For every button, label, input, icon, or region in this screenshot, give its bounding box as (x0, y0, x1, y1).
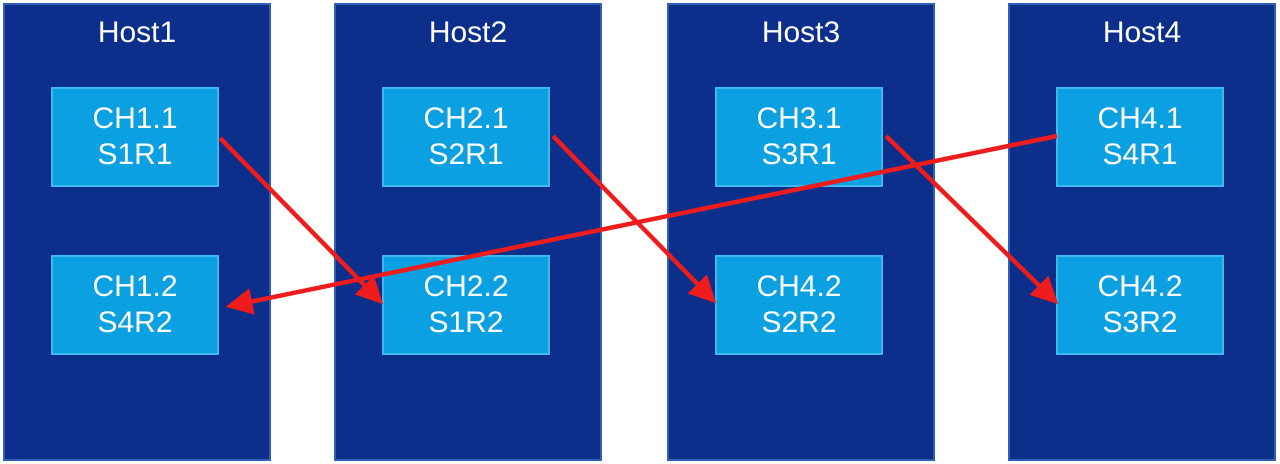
chunk-id: CH1.2 (92, 270, 178, 303)
chunk-replica: S3R2 (1102, 306, 1178, 339)
chunk-replica: S4R1 (1102, 138, 1178, 171)
chunk-ch1-2: CH1.2 S4R2 (51, 255, 219, 355)
chunk-replica: S3R1 (761, 138, 837, 171)
chunk-id: CH2.2 (423, 270, 509, 303)
chunk-replica: S2R2 (761, 306, 837, 339)
chunk-ch4-2-host3: CH4.2 S2R2 (715, 255, 883, 355)
chunk-ch4-1: CH4.1 S4R1 (1056, 87, 1224, 187)
chunk-id: CH1.1 (92, 102, 178, 135)
host-4-panel: Host4 CH4.1 S4R1 CH4.2 S3R2 (1008, 3, 1276, 461)
chunk-ch4-2-host4: CH4.2 S3R2 (1056, 255, 1224, 355)
host-2-title: Host2 (428, 16, 508, 49)
chunk-replica: S1R1 (97, 138, 173, 171)
chunk-replica: S1R2 (428, 306, 504, 339)
chunk-replica: S2R1 (428, 138, 504, 171)
chunk-id: CH4.2 (756, 270, 842, 303)
host-2-panel: Host2 CH2.1 S2R1 CH2.2 S1R2 (334, 3, 602, 461)
host-3-title: Host3 (761, 16, 841, 49)
host-3-panel: Host3 CH3.1 S3R1 CH4.2 S2R2 (667, 3, 935, 461)
chunk-id: CH4.2 (1097, 270, 1183, 303)
host-1-title: Host1 (97, 16, 177, 49)
chunk-id: CH2.1 (423, 102, 509, 135)
chunk-ch2-2: CH2.2 S1R2 (382, 255, 550, 355)
chunk-ch3-1: CH3.1 S3R1 (715, 87, 883, 187)
chunk-ch2-1: CH2.1 S2R1 (382, 87, 550, 187)
chunk-id: CH3.1 (756, 102, 842, 135)
chunk-id: CH4.1 (1097, 102, 1183, 135)
host-4-title: Host4 (1102, 16, 1182, 49)
host-1-panel: Host1 CH1.1 S1R1 CH1.2 S4R2 (3, 3, 271, 461)
chunk-ch1-1: CH1.1 S1R1 (51, 87, 219, 187)
chunk-replica: S4R2 (97, 306, 173, 339)
